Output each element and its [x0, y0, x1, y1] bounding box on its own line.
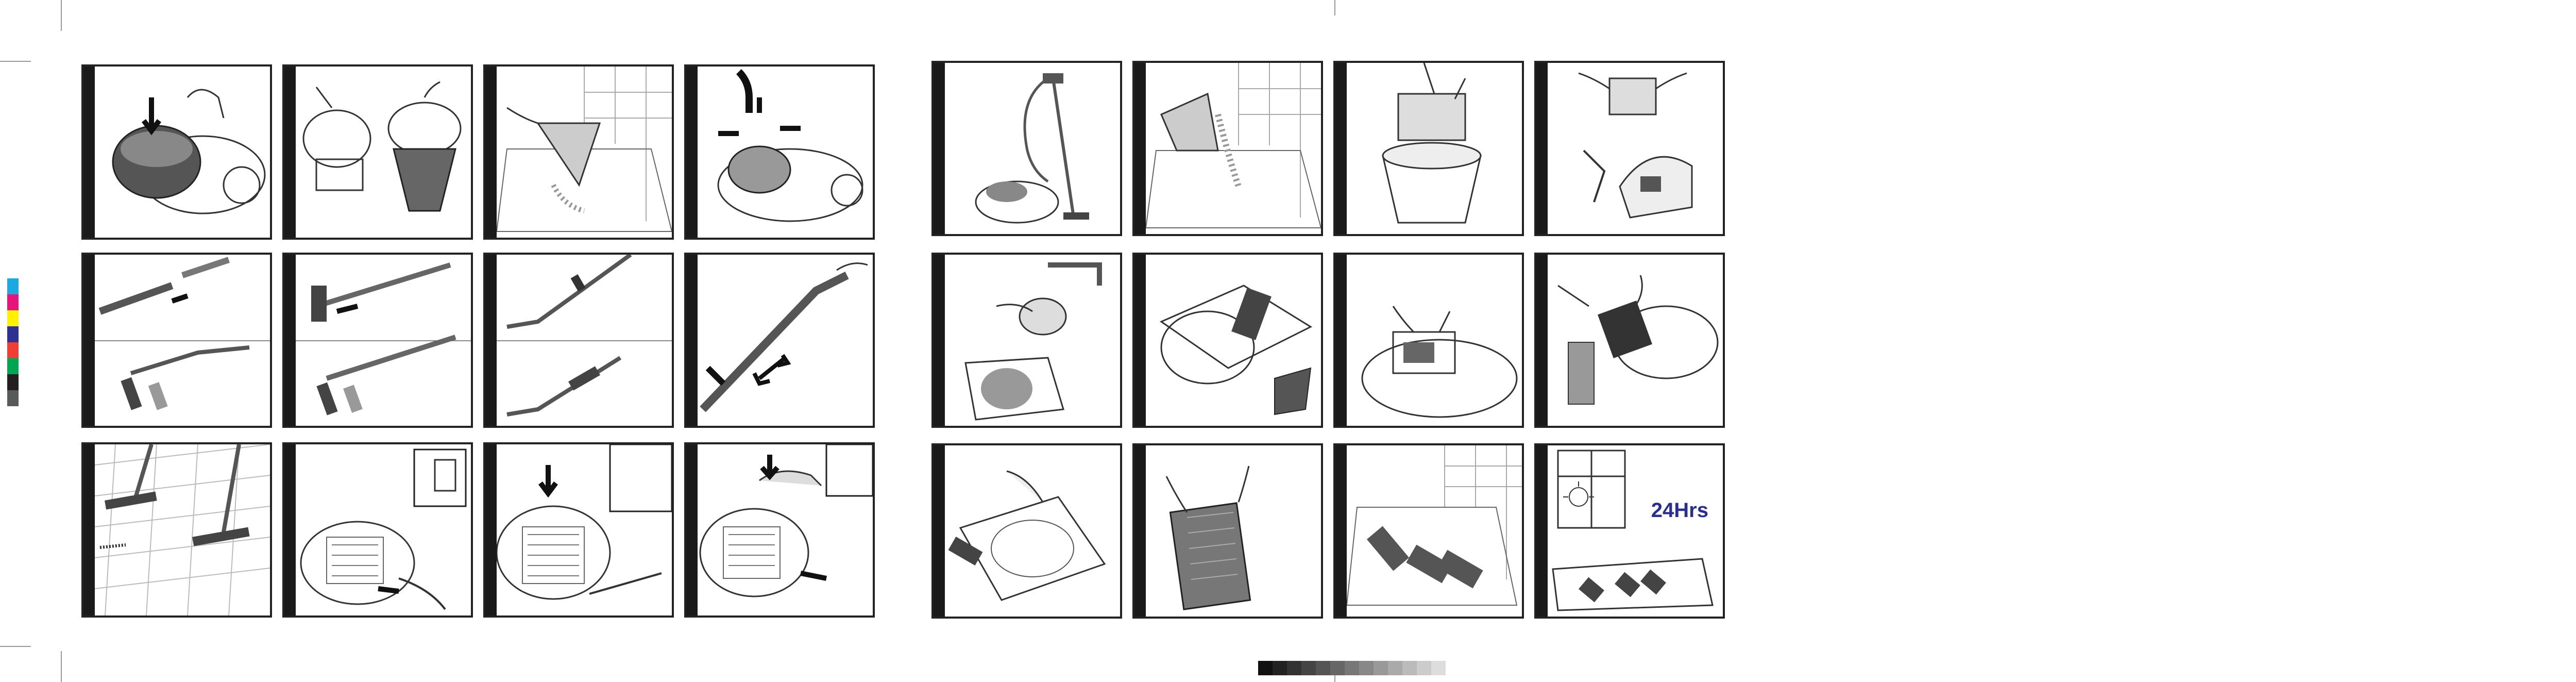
floor-nozzle-illustration [497, 255, 672, 426]
dry-filters-illustration [1548, 445, 1723, 617]
gray-step-wedge [1258, 661, 1446, 675]
color-swatch [7, 374, 19, 390]
panel-power-button [483, 442, 674, 618]
color-swatch [7, 326, 19, 342]
panel-dustbox-lock [684, 64, 875, 240]
crop-mark [61, 0, 62, 31]
hose-attach-illustration [95, 255, 270, 426]
crop-mark [0, 646, 31, 647]
panel-cyclone-wash [931, 253, 1122, 428]
panel-floor-nozzle [483, 253, 674, 428]
hepa-remove-illustration [1146, 255, 1321, 426]
floor-cleaning-illustration [95, 444, 270, 616]
crop-mark [61, 651, 62, 682]
gray-step [1301, 661, 1316, 675]
sponge-wash-illustration [1347, 445, 1522, 617]
panel-filter-wash [1132, 61, 1323, 236]
filter-insert-illustration [1347, 255, 1522, 426]
panel-filter-insert [1333, 253, 1524, 428]
color-swatch [7, 294, 19, 310]
telescopic-tube-illustration [698, 255, 873, 426]
dustbox-empty-illustration [497, 66, 672, 238]
panel-vacuum-assembled [931, 61, 1122, 236]
gray-step [1287, 661, 1301, 675]
panel-filter-tap [1132, 443, 1323, 619]
gray-step [1273, 661, 1287, 675]
color-swatch [7, 390, 19, 406]
panel-floor-cleaning [81, 442, 272, 618]
drying-time-label: 24Hrs [1651, 499, 1708, 522]
gray-step [1330, 661, 1345, 675]
color-swatch [7, 358, 19, 374]
panel-dry-filters: 24Hrs [1534, 443, 1725, 619]
panel-dustbox-open [282, 64, 473, 240]
panel-sponge-wash [1333, 443, 1524, 619]
power-button-illustration [497, 444, 672, 616]
tube-attach-illustration [296, 255, 471, 426]
panel-telescopic-tube [684, 253, 875, 428]
crop-mark [0, 61, 31, 62]
exhaust-filter-illustration [1548, 255, 1723, 426]
bucket-rinse-illustration [1347, 63, 1522, 234]
vacuum-assembled-illustration [945, 63, 1120, 234]
panel-hepa-remove [1132, 253, 1323, 428]
color-swatch [7, 310, 19, 326]
panel-plug-in [282, 442, 473, 618]
panel-hose-attach [81, 253, 272, 428]
filter-wash-illustration [1146, 63, 1321, 234]
filter-grill-illustration [945, 445, 1120, 617]
gray-step [1402, 661, 1417, 675]
cord-rewind-illustration [698, 444, 873, 616]
gray-step [1316, 661, 1330, 675]
gray-step [1258, 661, 1273, 675]
dustbox-open-illustration [296, 66, 471, 238]
gray-step [1374, 661, 1388, 675]
panel-dustbox-removal [81, 64, 272, 240]
gray-step [1359, 661, 1374, 675]
gray-step [1345, 661, 1359, 675]
color-swatch [7, 342, 19, 358]
cyclone-wash-illustration [945, 255, 1120, 426]
gray-step [1417, 661, 1431, 675]
panel-filter-cover [1534, 61, 1725, 236]
gray-step [1431, 661, 1446, 675]
panel-tube-attach [282, 253, 473, 428]
dustbox-lock-illustration [698, 66, 873, 238]
panel-filter-grill [931, 443, 1122, 619]
filter-cover-illustration [1548, 63, 1723, 234]
color-swatch [7, 278, 19, 294]
gray-step [1388, 661, 1402, 675]
plug-in-illustration [296, 444, 471, 616]
dustbox-removal-illustration [95, 66, 270, 238]
panel-bucket-rinse [1333, 61, 1524, 236]
panel-exhaust-filter [1534, 253, 1725, 428]
fold-mark [1334, 0, 1335, 15]
color-registration-bar [7, 278, 19, 406]
panel-dustbox-empty [483, 64, 674, 240]
filter-tap-illustration [1146, 445, 1321, 617]
panel-cord-rewind [684, 442, 875, 618]
